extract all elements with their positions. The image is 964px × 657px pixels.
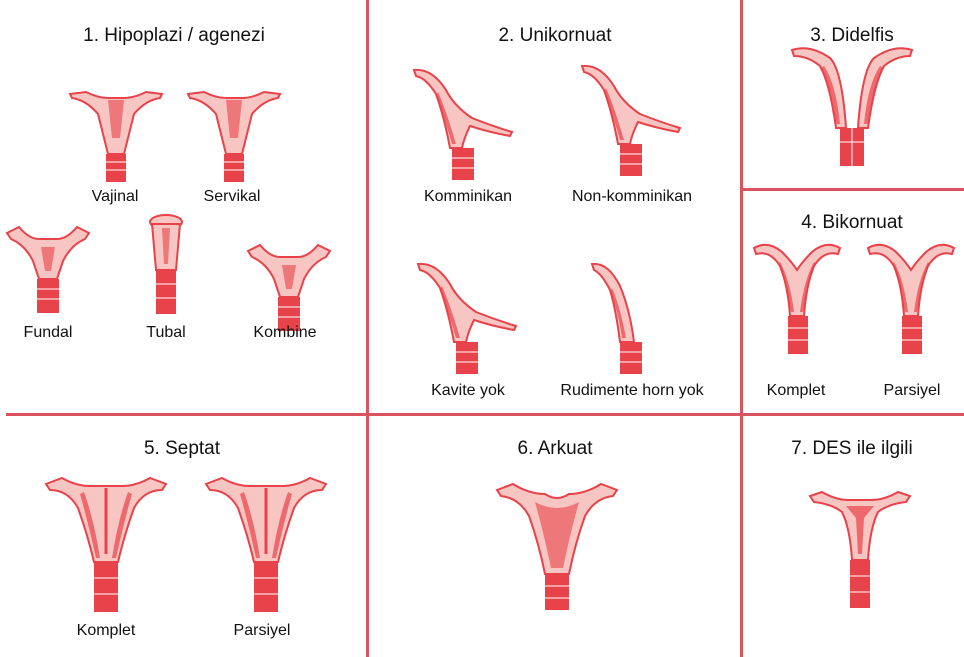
divider-vertical-2: [740, 0, 743, 657]
panel-6-title: 6. Arkuat: [518, 438, 593, 460]
uterus-figure-rudimente-horn-yok: [590, 260, 654, 376]
panel-4-label-parsiyel: Parsiyel: [884, 382, 941, 400]
uterus-figure-kombine: [246, 243, 332, 333]
uterus-figure-fundal: [5, 225, 91, 315]
uterus-figure-didelfis: [790, 44, 914, 168]
uterus-figure-non-komminikan: [580, 62, 684, 178]
divider-vertical-1: [366, 0, 369, 657]
uterus-figure-kavite-yok: [416, 260, 520, 376]
panel-5-label-komplet: Komplet: [77, 622, 136, 640]
panel-2-label-kavite-yok: Kavite yok: [431, 382, 505, 400]
divider-horizontal-right: [740, 188, 964, 191]
uterus-figure-tubal: [146, 214, 186, 318]
divider-horizontal-bottom: [6, 413, 964, 416]
panel-2-label-komminikan: Komminikan: [424, 188, 512, 206]
panel-5-label-parsiyel: Parsiyel: [234, 622, 291, 640]
panel-2-title: 2. Unikornuat: [498, 25, 611, 47]
panel-1-label-vajinal: Vajinal: [92, 188, 139, 206]
uterus-figure-servikal: [186, 88, 282, 184]
panel-4-title: 4. Bikornuat: [801, 212, 902, 234]
uterus-figure-des: [808, 488, 912, 612]
uterus-figure-bikornuat-parsiyel: [866, 240, 956, 356]
panel-2-label-rudimente-horn-yok: Rudimente horn yok: [560, 382, 703, 400]
panel-5-title: 5. Septat: [144, 438, 220, 460]
panel-7-title: 7. DES ile ilgili: [791, 438, 912, 460]
uterus-figure-septat-parsiyel: [204, 474, 328, 614]
uterus-figure-komminikan: [412, 66, 516, 182]
panel-1-label-kombine: Kombine: [253, 324, 316, 342]
panel-2-label-non-komminikan: Non-komminikan: [572, 188, 692, 206]
panel-1-label-tubal: Tubal: [146, 324, 185, 342]
uterus-figure-vajinal: [68, 88, 164, 184]
panel-1-label-fundal: Fundal: [24, 324, 73, 342]
panel-1-label-servikal: Servikal: [204, 188, 261, 206]
panel-1-title: 1. Hipoplazi / agenezi: [83, 25, 265, 47]
uterus-figure-septat-komplet: [44, 474, 168, 614]
uterus-figure-bikornuat-komplet: [752, 240, 842, 356]
panel-4-label-komplet: Komplet: [767, 382, 826, 400]
uterus-figure-arkuat: [495, 480, 619, 612]
